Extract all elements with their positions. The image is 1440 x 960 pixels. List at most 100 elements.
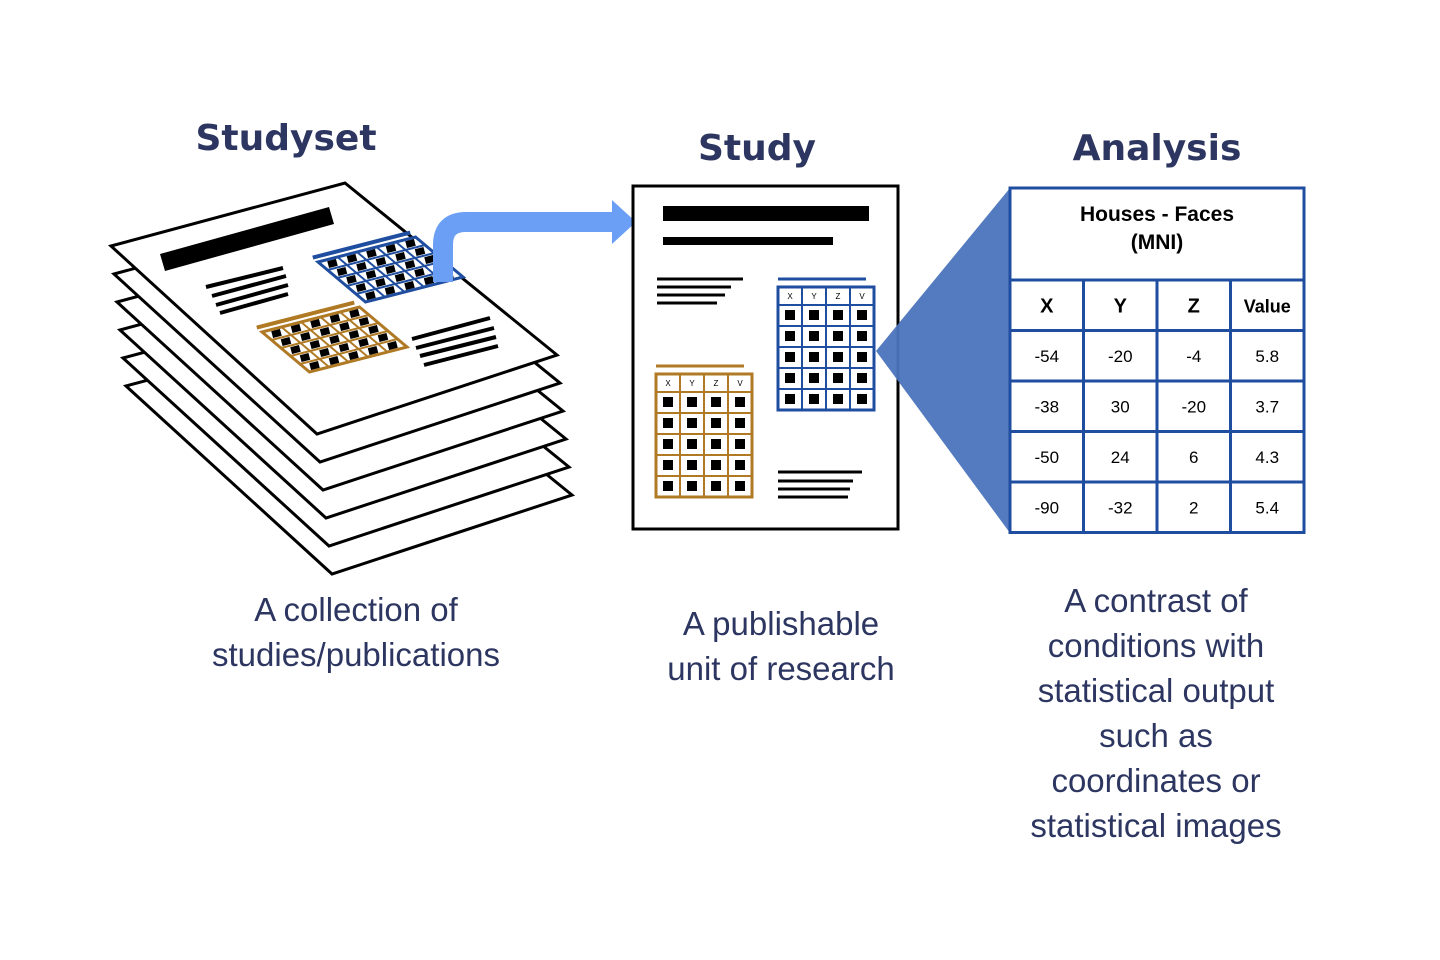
- table-cell-mark: [735, 481, 745, 491]
- table-cell-mark: [358, 337, 369, 348]
- table-cell-mark: [349, 308, 360, 319]
- table-cell-mark: [365, 269, 377, 280]
- studyset-top-paper: [107, 181, 561, 436]
- table-row-line: [346, 260, 445, 287]
- analysis-table-title: (MNI): [1131, 231, 1183, 254]
- paper-text-lines: [205, 266, 499, 367]
- table-cell-mark: [809, 394, 819, 404]
- table-cell-mark: [663, 460, 673, 470]
- table-cell-mark: [309, 339, 321, 350]
- analysis-heading: Analysis: [1072, 128, 1242, 169]
- table-cell-mark: [356, 261, 367, 272]
- text-line: [205, 266, 284, 289]
- table-cell-mark: [290, 344, 301, 355]
- analysis-table-cell: 4.3: [1255, 448, 1279, 467]
- studyset-caption-line: studies/publications: [211, 636, 500, 673]
- table-cell-mark: [358, 316, 370, 327]
- studyset-heading: Studyset: [195, 118, 377, 159]
- analysis-table-cell: 5.4: [1255, 498, 1279, 517]
- analysis-table-cell: 30: [1111, 397, 1130, 416]
- mini-table-header: V: [737, 379, 743, 388]
- analysis-table-header: Y: [1114, 295, 1128, 317]
- table-col-line: [280, 326, 330, 368]
- table-cell-mark: [857, 310, 867, 320]
- table-cell-mark: [280, 336, 292, 347]
- studyset-to-study-arrow: [433, 200, 636, 282]
- table-cell-mark: [384, 285, 396, 296]
- table-cell-mark: [663, 418, 673, 428]
- table-cell-mark: [687, 418, 697, 428]
- table-cell-mark: [387, 340, 398, 351]
- table-row-line: [290, 330, 389, 357]
- table-header-bar: [312, 230, 411, 260]
- analysis-table-cell: 2: [1189, 498, 1198, 517]
- table-cell-mark: [857, 394, 867, 404]
- text-line: [419, 335, 497, 358]
- analysis-table-cell: -50: [1034, 448, 1059, 467]
- table-cell-mark: [365, 290, 376, 301]
- table-cell-mark: [310, 318, 321, 329]
- studyset-brown-table-icon: [256, 300, 411, 374]
- table-cell-mark: [687, 481, 697, 491]
- table-cell-mark: [355, 282, 367, 293]
- table-cell-mark: [271, 328, 282, 339]
- table-cell-mark: [404, 259, 416, 270]
- analysis-caption-line: conditions with: [1047, 627, 1265, 664]
- mini-table-header: Y: [689, 379, 695, 388]
- table-cell-mark: [385, 243, 397, 254]
- study-heading: Study: [697, 128, 816, 169]
- analysis-table-cell: 24: [1111, 448, 1130, 467]
- text-line: [219, 292, 289, 315]
- text-line: [211, 274, 287, 298]
- analysis-table-cell: 3.7: [1255, 397, 1279, 416]
- table-cell-mark: [329, 313, 341, 324]
- table-cell-mark: [833, 394, 843, 404]
- mini-table-header: V: [859, 292, 865, 301]
- text-line: [215, 283, 289, 307]
- table-cell-mark: [857, 373, 867, 383]
- table-cell-mark: [735, 439, 745, 449]
- analysis-caption-line: statistical images: [1030, 807, 1282, 844]
- table-col-line: [339, 311, 389, 353]
- table-cell-mark: [785, 331, 795, 341]
- table-cell-mark: [833, 331, 843, 341]
- table-cell-mark: [395, 251, 406, 262]
- table-cell-mark: [290, 323, 302, 334]
- analysis-caption-line: statistical output: [1037, 672, 1275, 709]
- table-cell-mark: [300, 331, 311, 342]
- table-cell-mark: [711, 460, 721, 470]
- table-row-line: [327, 244, 426, 271]
- table-cell-mark: [346, 274, 357, 285]
- study-title-bar: [663, 206, 869, 221]
- mini-table-header: Y: [811, 292, 817, 301]
- study-caption-line: unit of research: [667, 650, 895, 687]
- analysis-table-cell: -90: [1034, 498, 1059, 517]
- table-header-bar: [256, 300, 355, 330]
- table-cell-mark: [404, 280, 415, 291]
- analysis-table-cell: 5.8: [1255, 347, 1279, 366]
- analysis-table-cell: -20: [1108, 347, 1133, 366]
- table-cell-mark: [423, 275, 435, 286]
- analysis-caption-line: such as: [1099, 717, 1213, 754]
- table-cell-mark: [299, 352, 311, 363]
- analysis-table-cell: -20: [1181, 397, 1206, 416]
- table-cell-mark: [377, 332, 389, 343]
- analysis-table-title: Houses - Faces: [1080, 203, 1234, 226]
- table-cell-mark: [809, 310, 819, 320]
- table-cell-mark: [785, 310, 795, 320]
- table-cell-mark: [309, 360, 320, 371]
- zoom-wedge: [876, 188, 1010, 533]
- table-col-line: [336, 256, 386, 298]
- table-cell-mark: [339, 321, 350, 332]
- table-cell-mark: [338, 342, 350, 353]
- table-cell-mark: [346, 253, 358, 264]
- studyset-caption-line: A collection of: [254, 591, 458, 628]
- analysis-caption-line: A contrast of: [1064, 582, 1248, 619]
- text-line: [415, 326, 495, 350]
- table-row-line: [299, 338, 398, 365]
- table-row-line: [271, 314, 370, 341]
- table-col-line: [319, 316, 369, 358]
- table-col-line: [375, 246, 425, 288]
- table-cell-mark: [735, 397, 745, 407]
